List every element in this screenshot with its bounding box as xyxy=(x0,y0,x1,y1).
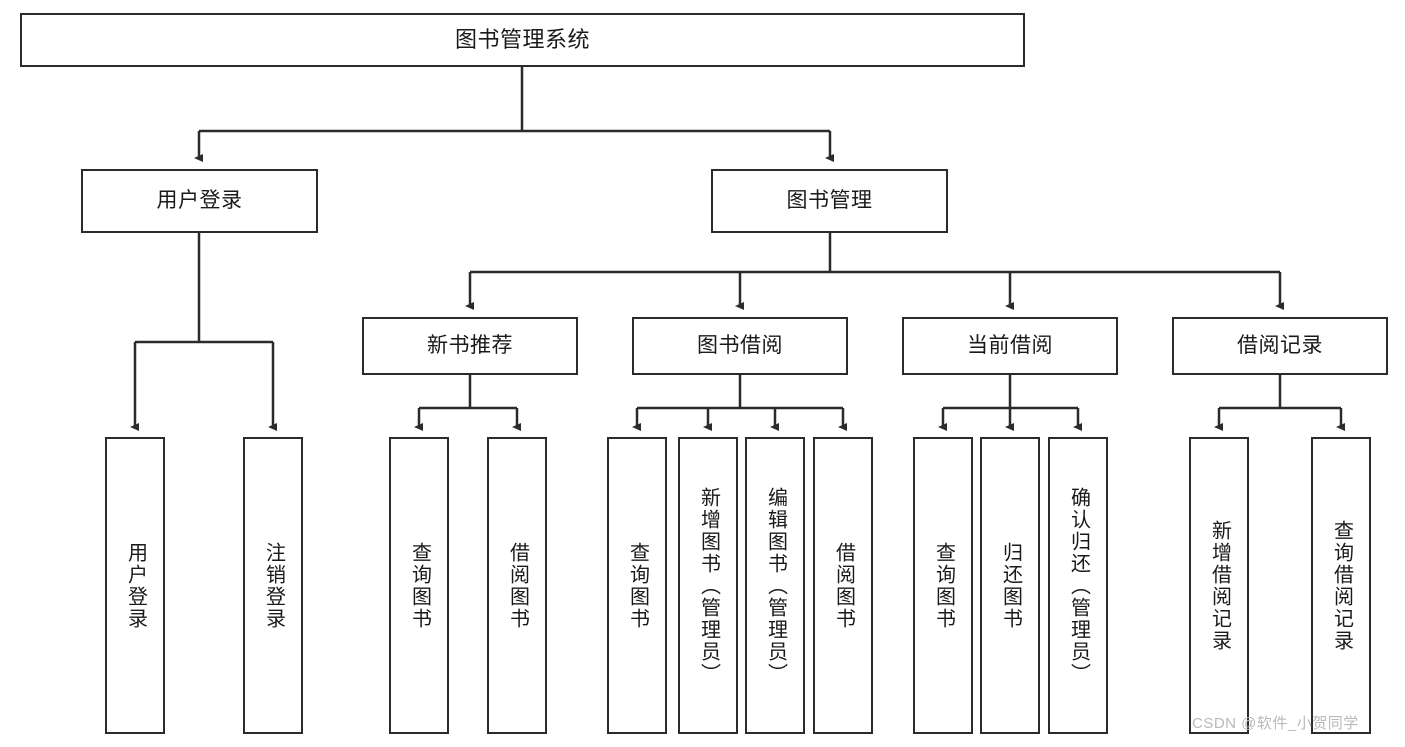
node-leaf-add-book[interactable]: 新增图书（管理员） xyxy=(678,437,738,734)
node-book-borrow-label: 图书借阅 xyxy=(697,334,783,358)
node-leaf-borrow-book-1[interactable]: 借阅图书 xyxy=(487,437,547,734)
node-leaf-add-record[interactable]: 新增借阅记录 xyxy=(1189,437,1249,734)
node-leaf-query-record-label: 查询借阅记录 xyxy=(1330,519,1353,652)
node-leaf-user-login[interactable]: 用户登录 xyxy=(105,437,165,734)
node-leaf-query-book-2-label: 查询图书 xyxy=(626,541,649,630)
node-book-manage[interactable]: 图书管理 xyxy=(711,169,948,233)
csdn-watermark: CSDN @软件_小贺同学 xyxy=(1192,715,1359,732)
node-root-label: 图书管理系统 xyxy=(454,26,590,52)
node-new-book-rec[interactable]: 新书推荐 xyxy=(362,317,578,375)
node-leaf-query-book-2[interactable]: 查询图书 xyxy=(607,437,667,734)
node-leaf-confirm-return-label: 确认归还（管理员） xyxy=(1067,486,1090,685)
node-leaf-add-record-label: 新增借阅记录 xyxy=(1208,519,1231,652)
node-leaf-return-book[interactable]: 归还图书 xyxy=(980,437,1040,734)
node-book-manage-label: 图书管理 xyxy=(786,189,873,213)
node-leaf-borrow-book-1-label: 借阅图书 xyxy=(506,541,529,630)
node-leaf-query-book-3[interactable]: 查询图书 xyxy=(913,437,973,734)
node-leaf-borrow-book-2[interactable]: 借阅图书 xyxy=(813,437,873,734)
node-new-book-rec-label: 新书推荐 xyxy=(427,334,513,358)
node-leaf-confirm-return[interactable]: 确认归还（管理员） xyxy=(1048,437,1108,734)
node-leaf-query-book-3-label: 查询图书 xyxy=(932,541,955,630)
node-book-borrow[interactable]: 图书借阅 xyxy=(632,317,848,375)
node-leaf-add-book-label: 新增图书（管理员） xyxy=(697,486,720,685)
node-user-login[interactable]: 用户登录 xyxy=(81,169,318,233)
node-leaf-query-record[interactable]: 查询借阅记录 xyxy=(1311,437,1371,734)
node-current-borrow-label: 当前借阅 xyxy=(967,334,1053,358)
node-leaf-query-book-1[interactable]: 查询图书 xyxy=(389,437,449,734)
node-borrow-record-label: 借阅记录 xyxy=(1237,334,1323,358)
node-leaf-edit-book[interactable]: 编辑图书（管理员） xyxy=(745,437,805,734)
node-leaf-logout[interactable]: 注销登录 xyxy=(243,437,303,734)
node-root[interactable]: 图书管理系统 xyxy=(20,13,1025,67)
node-user-login-label: 用户登录 xyxy=(156,189,243,213)
node-leaf-edit-book-label: 编辑图书（管理员） xyxy=(764,486,787,685)
node-borrow-record[interactable]: 借阅记录 xyxy=(1172,317,1388,375)
node-leaf-user-login-label: 用户登录 xyxy=(124,541,147,630)
node-leaf-query-book-1-label: 查询图书 xyxy=(408,541,431,630)
node-leaf-borrow-book-2-label: 借阅图书 xyxy=(832,541,855,630)
node-leaf-return-book-label: 归还图书 xyxy=(999,541,1022,630)
node-current-borrow[interactable]: 当前借阅 xyxy=(902,317,1118,375)
node-leaf-logout-label: 注销登录 xyxy=(262,541,285,630)
